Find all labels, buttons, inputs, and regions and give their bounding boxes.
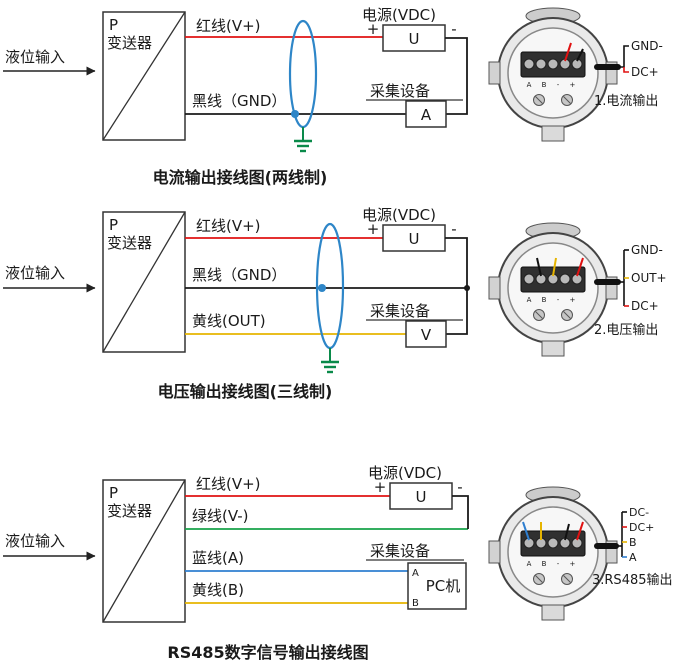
collector-label: 采集设备 — [370, 542, 430, 560]
output-type-label: 2.电压输出 — [594, 322, 658, 338]
plus-sign: + — [367, 20, 380, 38]
collector-symbol: A — [421, 106, 432, 124]
transmitter-p-label: P — [109, 484, 118, 502]
diagram-caption: 电压输出接线图(三线制) — [158, 382, 333, 401]
transmitter-name-label: 变送器 — [107, 502, 152, 520]
device-wire-stub-black — [576, 48, 584, 62]
red-wire-label: 红线(V+) — [196, 17, 261, 35]
collector-box — [405, 100, 447, 128]
power-symbol: U — [416, 488, 427, 506]
transmitter-name-label: 变送器 — [107, 34, 152, 52]
pc-terminal-a: A — [412, 568, 419, 579]
power-return-wire — [445, 237, 468, 335]
black-wire-label: 黑线（GND） — [192, 92, 286, 110]
terminal-lead-gnd — [618, 45, 629, 68]
device-illustration-voltage: GND- OUT+ DC+ 2.电压输出 — [488, 222, 667, 357]
terminal-label-gnd: GND- — [631, 243, 663, 257]
pc-terminal-b: B — [412, 598, 419, 609]
blue-wire-label: 蓝线(A) — [192, 549, 244, 567]
plus-sign: + — [367, 220, 380, 238]
input-label: 液位输入 — [5, 532, 65, 550]
pc-box — [407, 562, 467, 610]
ground-symbol — [294, 127, 312, 153]
terminal-label-dcp: DC+ — [629, 521, 654, 534]
pc-label: PC机 — [426, 577, 461, 595]
red-wire-label: 红线(V+) — [196, 217, 261, 235]
power-return-wire — [452, 495, 469, 529]
output-type-label: 1.电流输出 — [594, 93, 658, 109]
terminal-label-a: A — [629, 551, 637, 564]
device-wire-stub-red — [564, 42, 572, 62]
power-label: 电源(VDC) — [362, 6, 436, 24]
yellow-wire-label: 黄线(B) — [192, 581, 244, 599]
terminal-label-out: OUT+ — [631, 271, 667, 285]
output-type-label: 3.RS485输出 — [592, 572, 673, 588]
diagram-caption: 电流输出接线图(两线制) — [153, 168, 328, 187]
transmitter-p-label: P — [109, 16, 118, 34]
power-symbol: U — [409, 30, 420, 48]
diagram-voltage-output: 液位输入 P 变送器 红线(V+) 黑线（GND） 黄线(OUT) 电源(VDC… — [3, 206, 667, 401]
device-wire-stub-black — [536, 257, 542, 277]
green-wire-label: 绿线(V-) — [192, 507, 249, 525]
red-wire-label: 红线(V+) — [196, 475, 261, 493]
minus-sign: - — [457, 478, 462, 496]
collector-symbol: V — [421, 326, 432, 344]
terminal-lead-dc — [623, 67, 629, 73]
collector-label: 采集设备 — [370, 82, 430, 100]
device-wire-stub-red — [576, 257, 584, 277]
shield-node — [291, 110, 299, 118]
transmitter-name-label: 变送器 — [107, 234, 152, 252]
power-symbol: U — [409, 230, 420, 248]
power-return-wire — [445, 37, 468, 115]
transmitter-diagonal — [102, 211, 186, 353]
minus-sign: - — [451, 20, 456, 38]
transmitter-diagonal — [102, 479, 186, 623]
device-wire-stub-yellow — [552, 257, 557, 277]
power-label: 电源(VDC) — [368, 464, 442, 482]
transmitter-p-label: P — [109, 216, 118, 234]
terminal-label-gnd: GND- — [631, 39, 663, 53]
power-box — [389, 482, 453, 510]
collector-box — [405, 320, 447, 348]
input-label: 液位输入 — [5, 48, 65, 66]
terminal-label-dc: DC+ — [631, 65, 659, 79]
terminal-label-dc: DC+ — [631, 299, 659, 313]
device-wire-stub-blue — [522, 521, 530, 541]
yellow-wire-label: 黄线(OUT) — [192, 312, 266, 330]
diagram-caption: RS485数字信号输出接线图 — [167, 643, 368, 662]
terminal-label-b: B — [629, 536, 637, 549]
plus-sign: + — [374, 478, 387, 496]
power-box — [382, 224, 446, 252]
ground-symbol — [321, 348, 339, 374]
diagram-current-output: 液位输入 P 变送器 红线(V+) 黑线（GND） 电源(VDC) U + - … — [3, 6, 663, 187]
device-wire-stub-black — [564, 523, 570, 541]
shield-node — [318, 284, 326, 292]
collector-label: 采集设备 — [370, 302, 430, 320]
input-label: 液位输入 — [5, 264, 65, 282]
device-wire-stub-red — [576, 521, 584, 541]
terminal-label-dcm: DC- — [629, 506, 649, 519]
device-illustration-current: GND- DC+ 1.电流输出 — [488, 7, 663, 142]
black-wire-label: 黑线（GND） — [192, 266, 286, 284]
transmitter-diagonal — [102, 11, 186, 141]
power-label: 电源(VDC) — [362, 206, 436, 224]
minus-sign: - — [451, 220, 456, 238]
diagram-rs485-output: 液位输入 P 变送器 红线(V+) 绿线(V-) 蓝线(A) 黄线(B) 电源(… — [3, 464, 673, 662]
device-illustration-rs485: DC- DC+ B A 3.RS485输出 — [488, 486, 673, 621]
